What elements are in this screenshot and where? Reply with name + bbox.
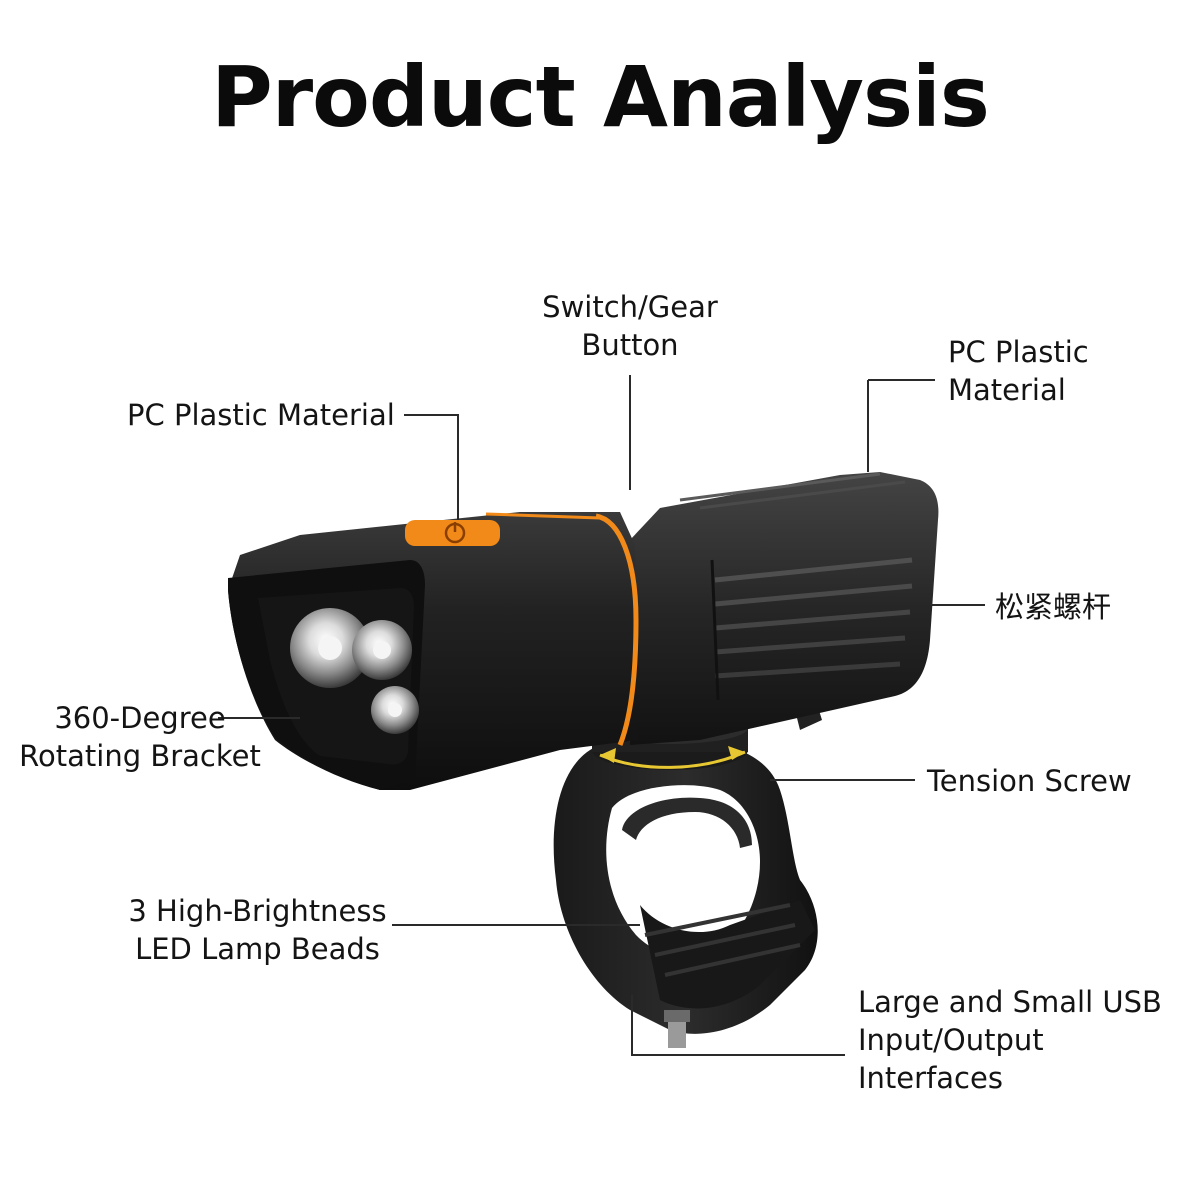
accent-ring xyxy=(595,513,639,746)
power-button xyxy=(405,520,500,546)
leader-lines xyxy=(218,375,985,1056)
handlebar-mount xyxy=(553,688,822,1048)
callout-pc-plastic-right: PC Plastic Material xyxy=(948,335,1089,407)
callout-tension-rod-cn: 松紧螺杆 xyxy=(995,590,1112,624)
rotation-arrow-icon xyxy=(599,746,746,769)
callout-led-beads: 3 High-Brightness LED Lamp Beads xyxy=(128,894,387,966)
rear-housing xyxy=(630,472,939,745)
callout-usb-interfaces: Large and Small USB Input/Output Interfa… xyxy=(858,985,1162,1095)
callout-rotating-bracket: 360-Degree Rotating Bracket xyxy=(19,701,261,773)
led-beads xyxy=(290,608,419,734)
callout-switch-gear-button: Switch/Gear Button xyxy=(542,290,718,362)
callout-tension-screw: Tension Screw xyxy=(927,764,1132,798)
front-housing xyxy=(228,512,639,790)
callout-pc-plastic-left: PC Plastic Material xyxy=(127,398,395,432)
page-title: Product Analysis xyxy=(211,48,990,146)
